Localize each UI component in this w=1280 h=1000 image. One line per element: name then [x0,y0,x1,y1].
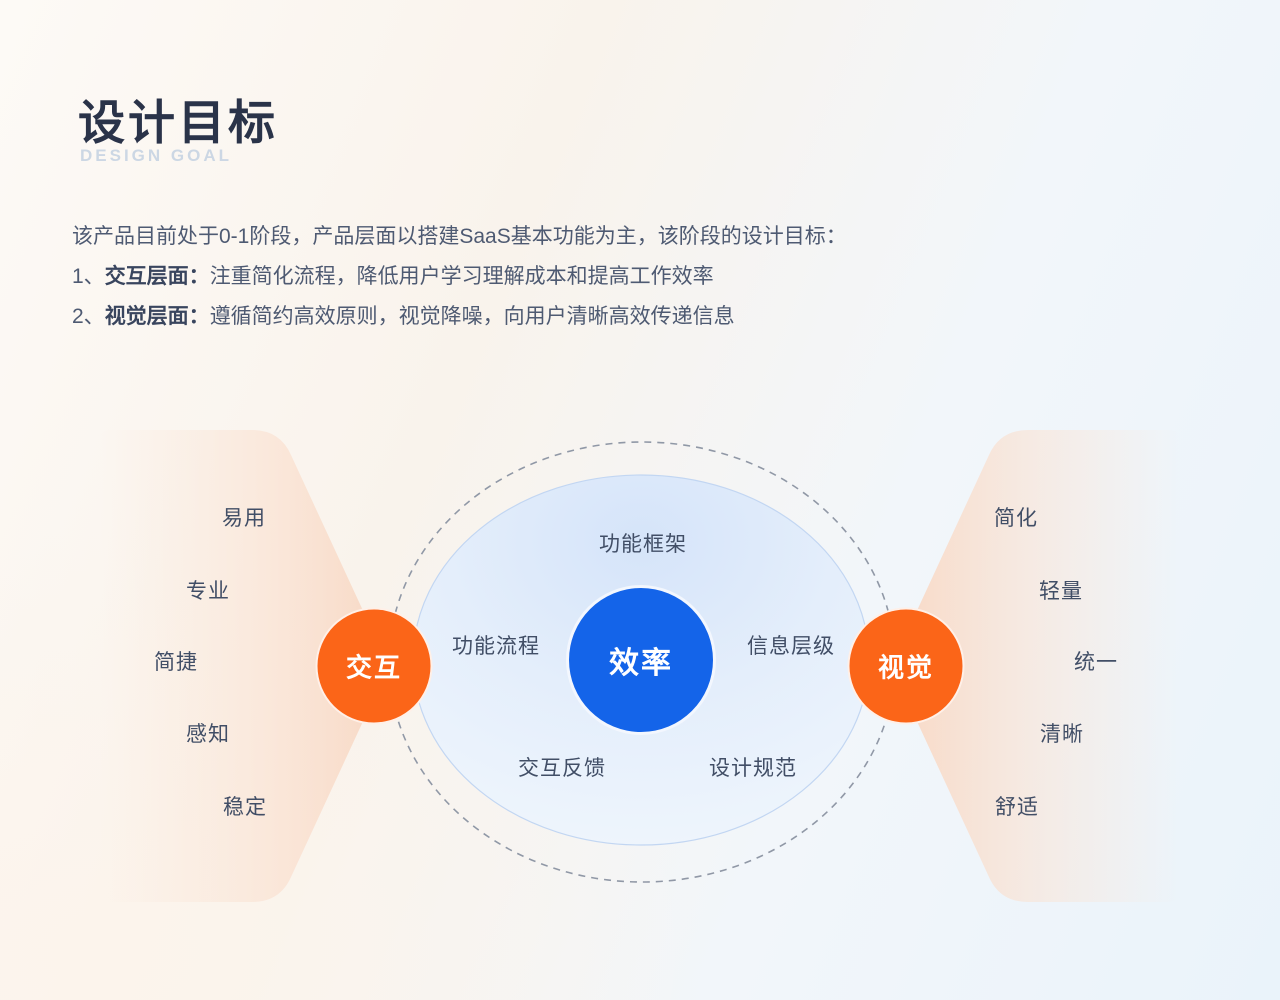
intro-line-3: 2、视觉层面：遵循简约高效原则，视觉降噪，向用户清晰高效传递信息 [72,305,735,328]
inner-label-interaction-feedback: 交互反馈 [518,757,606,780]
inner-label-feature-flow: 功能流程 [452,635,540,658]
node-interaction: 交互 [315,607,433,725]
right-trait-unified: 统一 [1074,651,1118,674]
intro-text: 该产品目前处于0-1阶段，产品层面以搭建SaaS基本功能为主，该阶段的设计目标：… [72,217,1212,337]
right-trait-comfortable: 舒适 [995,796,1039,819]
left-trait-professional: 专业 [186,580,230,603]
intro-line-1: 该产品目前处于0-1阶段，产品层面以搭建SaaS基本功能为主，该阶段的设计目标： [72,225,847,248]
left-trait-perception: 感知 [186,723,230,746]
right-trait-lightweight: 轻量 [1039,580,1083,603]
page-title: 设计目标 [78,96,278,149]
right-trait-simplified: 简化 [994,507,1038,530]
inner-label-info-hierarchy: 信息层级 [747,635,835,658]
page-subtitle: DESIGN GOAL [80,146,233,165]
node-efficiency: 效率 [566,585,716,735]
left-trait-easy-to-use: 易用 [222,507,266,530]
left-trait-simple: 简捷 [154,651,198,674]
right-trait-clear: 清晰 [1040,723,1084,746]
inner-label-feature-framework: 功能框架 [599,533,687,556]
node-visual: 视觉 [847,607,965,725]
inner-label-design-spec: 设计规范 [709,757,797,780]
left-trait-stable: 稳定 [223,796,267,819]
intro-line-2: 1、交互层面：注重简化流程，降低用户学习理解成本和提高工作效率 [72,265,714,288]
